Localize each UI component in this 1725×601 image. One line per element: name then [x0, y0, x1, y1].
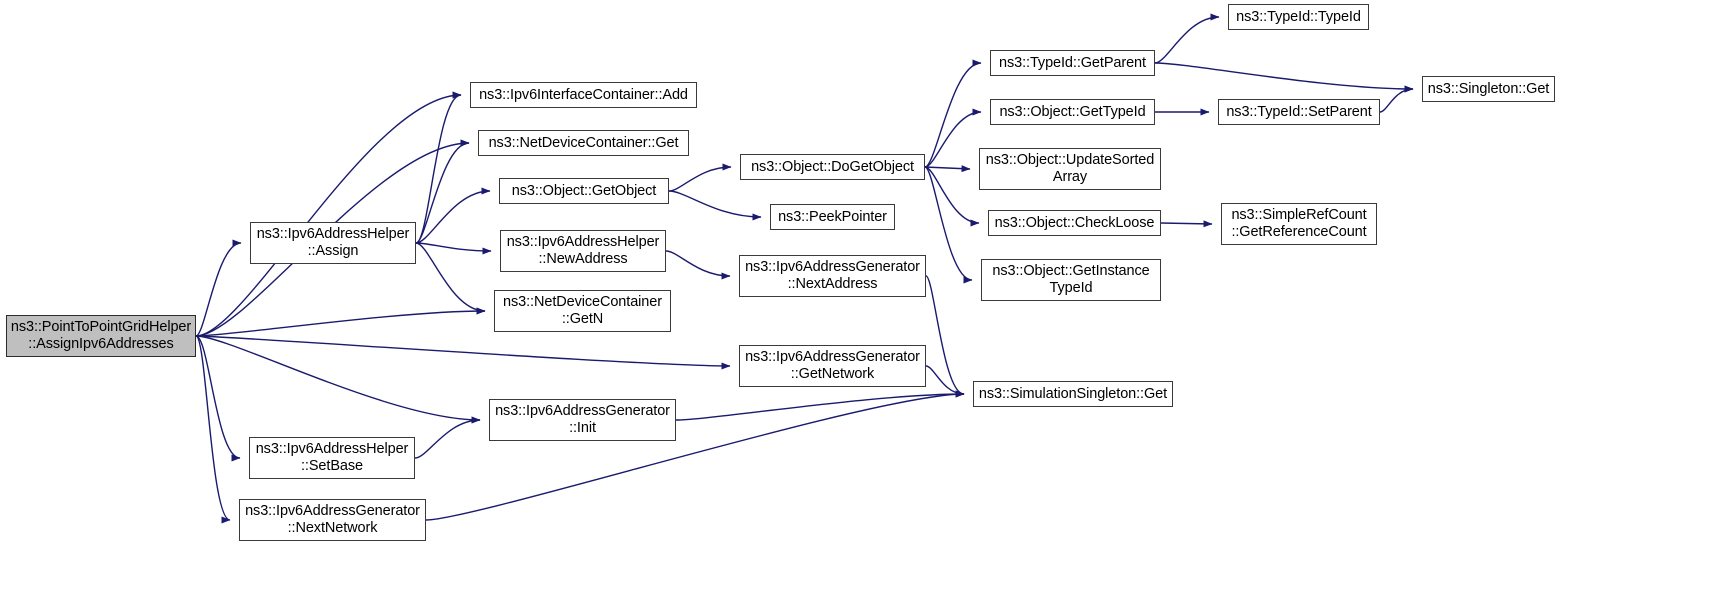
graph-edge-setbase-to-init [414, 416, 481, 459]
graph-node-updatesorted[interactable]: ns3::Object::UpdateSorted Array [979, 148, 1161, 190]
graph-node-gettypeid[interactable]: ns3::Object::GetTypeId [990, 99, 1155, 125]
graph-node-root[interactable]: ns3::PointToPointGridHelper ::AssignIpv6… [6, 315, 196, 357]
graph-node-init[interactable]: ns3::Ipv6AddressGenerator ::Init [489, 399, 676, 441]
graph-node-newaddress[interactable]: ns3::Ipv6AddressHelper ::NewAddress [500, 230, 666, 272]
graph-node-assign[interactable]: ns3::Ipv6AddressHelper ::Assign [250, 222, 416, 264]
graph-node-setbase[interactable]: ns3::Ipv6AddressHelper ::SetBase [249, 437, 415, 479]
graph-edge-getparent-to-typeidtypeid [1154, 13, 1220, 64]
graph-edge-root-to-getnetwork [195, 335, 731, 370]
graph-edge-getparent-to-singletonget [1154, 62, 1414, 93]
graph-node-ifcadd[interactable]: ns3::Ipv6InterfaceContainer::Add [470, 82, 697, 108]
graph-node-ndcget[interactable]: ns3::NetDeviceContainer::Get [478, 130, 689, 156]
graph-node-getparent[interactable]: ns3::TypeId::GetParent [990, 50, 1155, 76]
graph-edge-root-to-ifcadd [195, 91, 462, 337]
graph-edge-root-to-ndcgetn [195, 307, 486, 337]
graph-edge-dogetobject-to-updatesorted [924, 165, 971, 173]
graph-node-getnetwork[interactable]: ns3::Ipv6AddressGenerator ::GetNetwork [739, 345, 926, 387]
graph-node-nextnetwork[interactable]: ns3::Ipv6AddressGenerator ::NextNetwork [239, 499, 426, 541]
graph-node-setparent[interactable]: ns3::TypeId::SetParent [1218, 99, 1380, 125]
graph-edge-newaddress-to-nextaddress [665, 250, 731, 280]
graph-node-singletonget[interactable]: ns3::Singleton::Get [1422, 76, 1555, 102]
graph-node-nextaddress[interactable]: ns3::Ipv6AddressGenerator ::NextAddress [739, 255, 926, 297]
graph-edge-root-to-init [195, 335, 481, 424]
graph-edge-assign-to-getobject [415, 187, 491, 244]
graph-node-typeidtypeid[interactable]: ns3::TypeId::TypeId [1228, 4, 1369, 30]
graph-node-checkloose[interactable]: ns3::Object::CheckLoose [988, 210, 1161, 236]
graph-edge-root-to-setbase [195, 335, 241, 462]
graph-edge-getobject-to-dogetobject [668, 163, 732, 192]
graph-edge-dogetobject-to-getinstancetypeid [924, 166, 973, 284]
graph-edge-assign-to-ndcgetn [415, 242, 486, 315]
graph-node-simplerefcount[interactable]: ns3::SimpleRefCount ::GetReferenceCount [1221, 203, 1377, 245]
graph-node-peekpointer[interactable]: ns3::PeekPointer [770, 204, 895, 230]
graph-edge-assign-to-ifcadd [415, 91, 462, 244]
graph-node-ndcgetn[interactable]: ns3::NetDeviceContainer ::GetN [494, 290, 671, 332]
graph-edge-init-to-simsingleton [675, 390, 965, 421]
graph-node-getobject[interactable]: ns3::Object::GetObject [499, 178, 669, 204]
graph-node-simsingleton[interactable]: ns3::SimulationSingleton::Get [973, 381, 1173, 407]
graph-edge-checkloose-to-simplerefcount [1160, 220, 1213, 228]
graph-edge-assign-to-ndcget [415, 139, 470, 244]
graph-edge-dogetobject-to-getparent [924, 59, 982, 168]
graph-edge-dogetobject-to-gettypeid [924, 108, 982, 168]
graph-node-dogetobject[interactable]: ns3::Object::DoGetObject [740, 154, 925, 180]
graph-edge-root-to-assign [195, 239, 242, 337]
graph-edge-getobject-to-peekpointer [668, 190, 762, 221]
graph-edge-getnetwork-to-simsingleton [925, 365, 965, 398]
graph-edge-nextaddress-to-simsingleton [925, 275, 965, 398]
graph-edge-root-to-nextnetwork [195, 335, 231, 524]
graph-node-getinstancetypeid[interactable]: ns3::Object::GetInstance TypeId [981, 259, 1161, 301]
graph-edge-setparent-to-singletonget [1379, 85, 1414, 113]
graph-edge-dogetobject-to-checkloose [924, 166, 980, 227]
graph-edge-assign-to-newaddress [415, 242, 492, 255]
